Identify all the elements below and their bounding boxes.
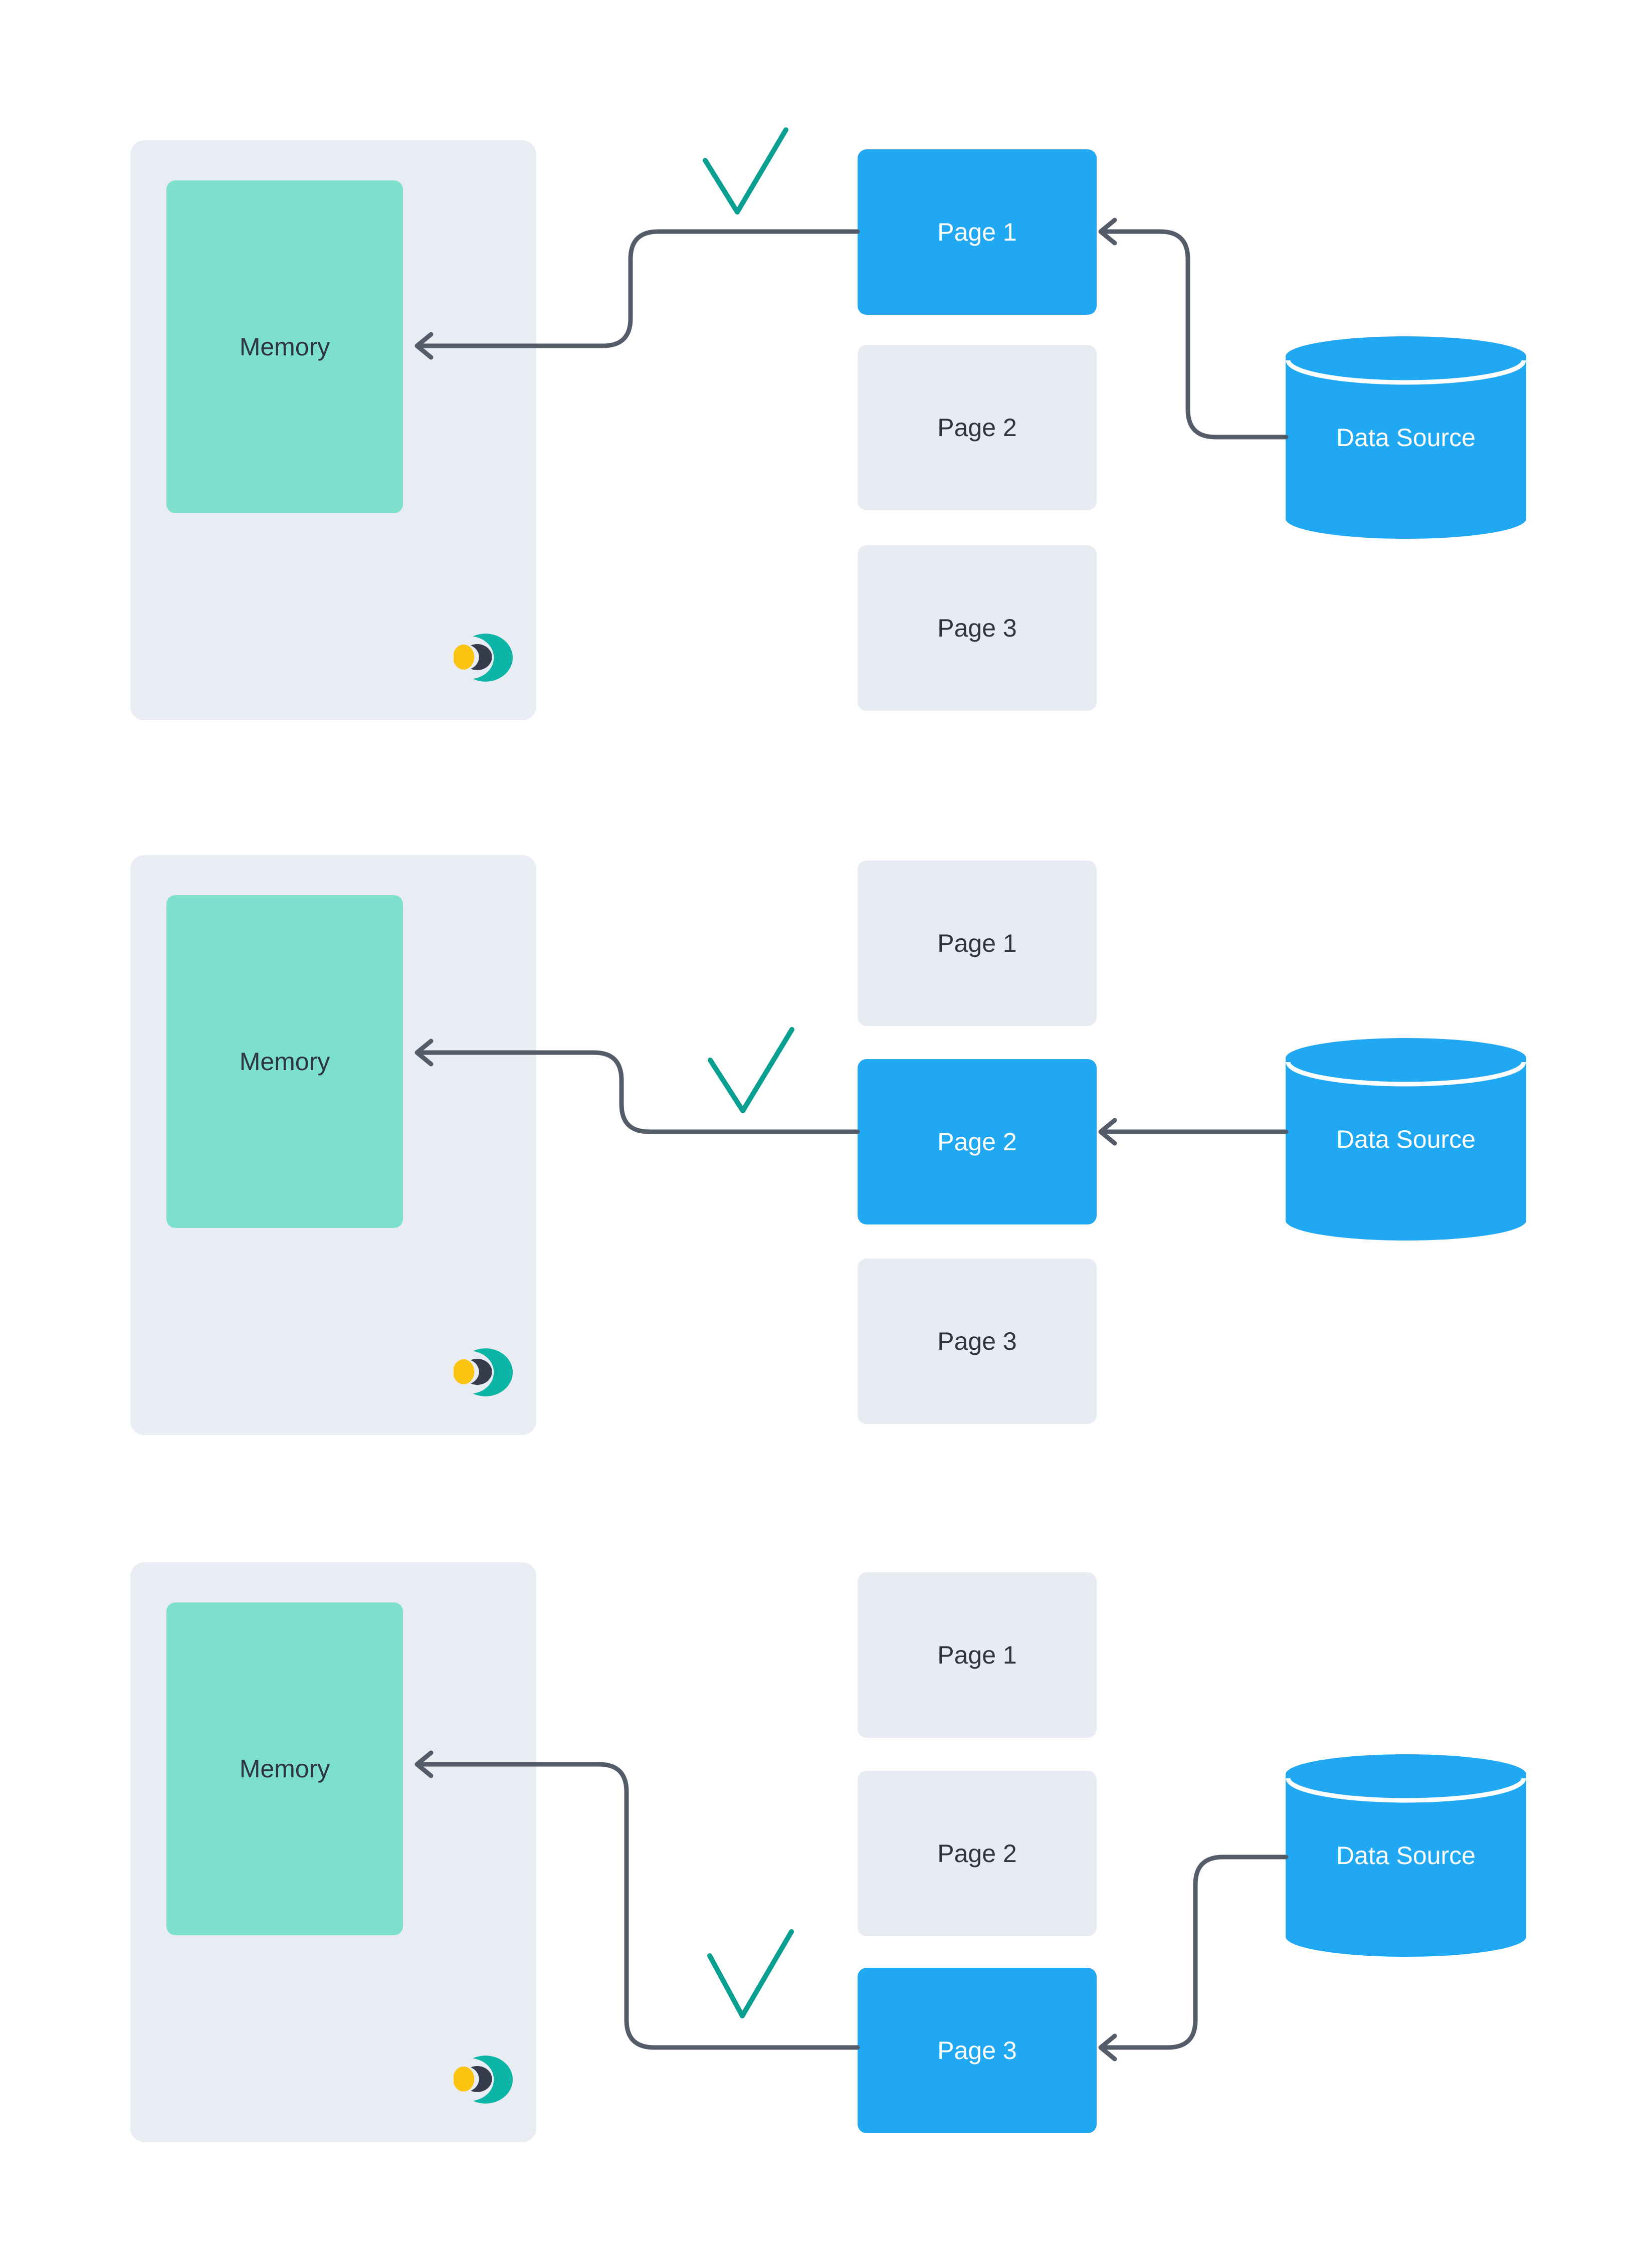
memory-panel-row2: Memory — [130, 855, 536, 1435]
page-label: Page 2 — [937, 1128, 1017, 1156]
memory-box: Memory — [166, 895, 403, 1228]
educative-logo-icon — [454, 2056, 513, 2104]
memory-panel-row1: Memory — [130, 140, 536, 720]
page-box-1: Page 1 — [858, 149, 1097, 315]
data-source-cylinder: Data Source — [1286, 336, 1526, 539]
arrow-datasource-to-page1 — [1098, 218, 1289, 440]
page-label: Page 1 — [937, 218, 1017, 246]
checkmark-icon — [708, 1027, 794, 1113]
page-box-3: Page 3 — [858, 1259, 1097, 1424]
data-source-label: Data Source — [1336, 424, 1476, 452]
memory-label: Memory — [239, 1755, 330, 1783]
page-label: Page 1 — [937, 1641, 1017, 1669]
educative-logo-icon — [454, 1348, 513, 1396]
page-box-2: Page 2 — [858, 345, 1097, 510]
page-box-3: Page 3 — [858, 545, 1097, 711]
page-label: Page 2 — [937, 1839, 1017, 1868]
memory-label: Memory — [239, 1048, 330, 1076]
page-box-2: Page 2 — [858, 1771, 1097, 1936]
page-label: Page 3 — [937, 1327, 1017, 1355]
database-cylinder-icon — [1286, 1038, 1526, 1241]
arrow-datasource-to-page3 — [1098, 1855, 1289, 2062]
page-box-3: Page 3 — [858, 1968, 1097, 2133]
data-source-label: Data Source — [1336, 1125, 1476, 1153]
memory-panel-row3: Memory — [130, 1562, 536, 2142]
educative-logo-icon — [454, 634, 513, 682]
memory-box: Memory — [166, 1602, 403, 1935]
page-label: Page 3 — [937, 2036, 1017, 2065]
database-cylinder-icon — [1286, 336, 1526, 539]
data-source-cylinder: Data Source — [1286, 1754, 1526, 1957]
arrow-datasource-to-page2 — [1098, 1118, 1289, 1146]
page-label: Page 1 — [937, 929, 1017, 957]
memory-box: Memory — [166, 180, 403, 513]
page-box-1: Page 1 — [858, 861, 1097, 1026]
page-label: Page 3 — [937, 614, 1017, 642]
data-source-cylinder: Data Source — [1286, 1038, 1526, 1241]
database-cylinder-icon — [1286, 1754, 1526, 1957]
data-source-label: Data Source — [1336, 1841, 1476, 1870]
page-label: Page 2 — [937, 414, 1017, 442]
page-box-2: Page 2 — [858, 1059, 1097, 1224]
checkmark-icon — [703, 127, 788, 215]
memory-label: Memory — [239, 333, 330, 361]
page-box-1: Page 1 — [858, 1572, 1097, 1738]
checkmark-icon — [707, 1929, 794, 2018]
